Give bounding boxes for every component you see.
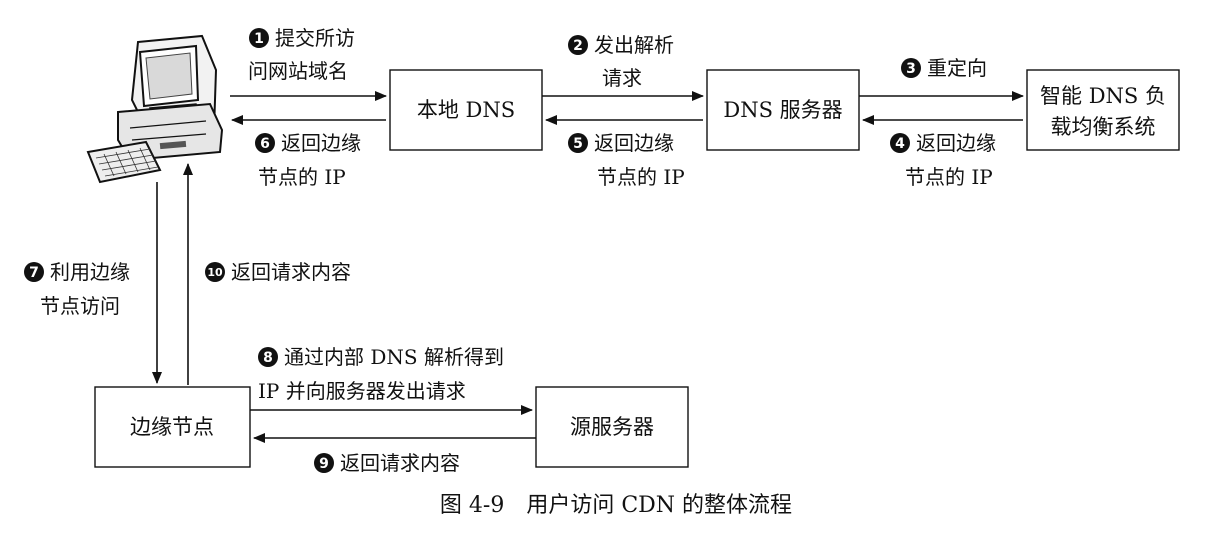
svg-text:2: 2	[573, 38, 583, 54]
svg-text:9: 9	[319, 456, 329, 472]
step-10-text-line1: 返回请求内容	[231, 260, 351, 284]
step-6-label: 6 返回边缘 节点的 IP	[255, 131, 361, 189]
svg-text:3: 3	[906, 61, 916, 77]
step-10-label: 10 返回请求内容	[205, 260, 351, 284]
node-dns-server-label: DNS 服务器	[723, 98, 842, 122]
step-10-number-badge: 10	[205, 262, 225, 282]
svg-text:10: 10	[207, 266, 223, 279]
step-3-label: 3 重定向	[901, 56, 987, 80]
step-6-number-badge: 6	[255, 133, 275, 153]
step-3-text-line1: 重定向	[927, 56, 987, 80]
step-7-text-line1: 利用边缘	[50, 260, 130, 284]
step-8-text-line2: IP 并向服务器发出请求	[258, 379, 466, 403]
step-4-text-line2: 节点的 IP	[905, 165, 993, 189]
step-9-number-badge: 9	[314, 453, 334, 473]
step-9-label: 9 返回请求内容	[314, 451, 460, 475]
svg-text:6: 6	[260, 136, 270, 152]
step-8-label: 8 通过内部 DNS 解析得到 IP 并向服务器发出请求	[258, 345, 504, 403]
node-local-dns-label: 本地 DNS	[417, 98, 515, 122]
step-5-label: 5 返回边缘 节点的 IP	[568, 131, 685, 189]
svg-text:7: 7	[29, 265, 39, 281]
step-4-text-line1: 返回边缘	[916, 131, 996, 155]
step-5-number-badge: 5	[568, 133, 588, 153]
node-edge-label: 边缘节点	[130, 415, 214, 439]
figure-caption: 图 4-9 用户访问 CDN 的整体流程	[440, 493, 792, 518]
svg-text:8: 8	[263, 350, 273, 366]
node-smart-dns: 智能 DNS 负 载均衡系统	[1026, 69, 1180, 151]
svg-text:4: 4	[895, 136, 905, 152]
step-8-text-line1: 通过内部 DNS 解析得到	[284, 345, 504, 369]
step-2-label: 2 发出解析 请求	[568, 33, 674, 90]
step-6-text-line1: 返回边缘	[281, 131, 361, 155]
step-2-text-line1: 发出解析	[594, 33, 674, 57]
node-edge: 边缘节点	[94, 386, 251, 468]
step-3-number-badge: 3	[901, 58, 921, 78]
step-1-number-badge: 1	[249, 28, 269, 48]
svg-text:1: 1	[254, 31, 264, 47]
node-smart-dns-label-line1: 智能 DNS 负	[1040, 84, 1166, 108]
step-1-text-line2: 问网站域名	[248, 59, 348, 83]
step-1-label: 1 提交所访 问网站域名	[248, 26, 355, 83]
desktop-computer-icon	[86, 34, 224, 184]
step-9-text-line1: 返回请求内容	[340, 451, 460, 475]
node-origin-label: 源服务器	[570, 415, 654, 439]
step-7-text-line2: 节点访问	[40, 294, 120, 318]
step-1-text-line1: 提交所访	[275, 26, 355, 50]
step-4-number-badge: 4	[890, 133, 910, 153]
step-2-number-badge: 2	[568, 35, 588, 55]
step-4-label: 4 返回边缘 节点的 IP	[890, 131, 996, 189]
step-5-text-line2: 节点的 IP	[597, 165, 685, 189]
node-dns-server: DNS 服务器	[706, 69, 860, 151]
svg-text:5: 5	[573, 136, 583, 152]
step-7-label: 7 利用边缘 节点访问	[24, 260, 130, 318]
node-smart-dns-label-line2: 载均衡系统	[1051, 115, 1156, 139]
step-5-text-line1: 返回边缘	[594, 131, 674, 155]
step-2-text-line2: 请求	[602, 66, 642, 90]
step-8-number-badge: 8	[258, 347, 278, 367]
step-7-number-badge: 7	[24, 262, 44, 282]
node-local-dns: 本地 DNS	[389, 69, 543, 151]
node-origin: 源服务器	[535, 386, 689, 468]
step-6-text-line2: 节点的 IP	[258, 165, 346, 189]
